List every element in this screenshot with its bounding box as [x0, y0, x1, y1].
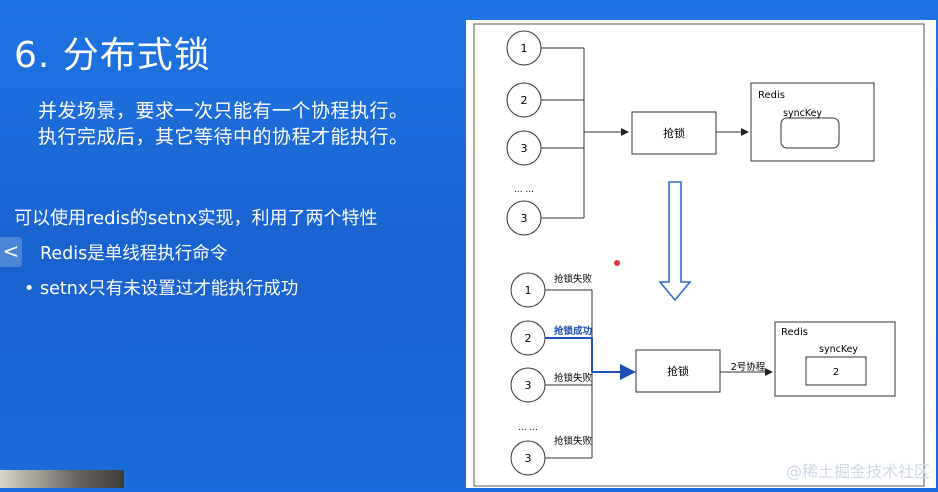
bottom-edge-label-2: 抢锁成功 [554, 325, 593, 337]
bottom-edge-label-1: 抢锁失败 [554, 273, 593, 285]
intro-line-1: 并发场景，要求一次只能有一个协程执行。 [38, 100, 409, 122]
bullet-text-1: Redis是单线程执行命令 [40, 244, 228, 264]
watermark-credit: @稀土掘金技术社区 [785, 462, 930, 481]
bullet-item-1: •Redis是单线程执行命令 [14, 240, 227, 265]
bottom-lock-box [635, 349, 721, 393]
bottom-ellipsis: ... ... [518, 423, 538, 433]
top-lock-box [631, 111, 717, 155]
top-coroutine-group: 1 2 3 ... ... 3 [506, 30, 629, 236]
bottom-edge-label-4: 抢锁失败 [554, 435, 593, 447]
bottom-key-value: 2 [833, 367, 839, 378]
bottom-coroutine-group: 1 2 3 ... ... 3 抢锁失败 抢锁成功 抢锁失败 抢锁失败 [510, 272, 636, 476]
bottom-redis-title: Redis [781, 327, 808, 338]
top-ellipsis: ... ... [514, 185, 534, 195]
top-key-box [780, 117, 840, 149]
lead-text: 可以使用redis的setnx实现，利用了两个特性 [14, 208, 378, 229]
bottom-arrow-label: 2号协程 [731, 361, 766, 373]
top-lock-label: 抢锁 [663, 126, 685, 140]
top-node-1-label: 1 [521, 42, 528, 55]
top-node-2-label: 2 [521, 94, 528, 107]
top-redis-title: Redis [758, 90, 785, 101]
top-node-4-label: 3 [521, 212, 528, 225]
top-node-3-label: 3 [521, 142, 528, 155]
top-key-label: syncKey [783, 108, 822, 119]
previous-slide-button[interactable]: < [0, 237, 22, 267]
slide-title: 6. 分布式锁 [14, 35, 211, 76]
bottom-key-box [805, 356, 867, 386]
bottom-node-4-label: 3 [525, 452, 532, 465]
laser-pointer-dot [614, 260, 620, 266]
lock-diagram: 1 2 3 ... ... 3 抢锁 Redis syncKey [466, 20, 936, 488]
bottom-node-3-label: 3 [525, 379, 532, 392]
diagram-frame [473, 23, 925, 487]
bottom-node-1-label: 1 [525, 284, 532, 297]
bottom-lock-label: 抢锁 [667, 364, 689, 378]
bottom-edge-label-3: 抢锁失败 [554, 372, 593, 384]
bullet-text-2: setnx只有未设置过才能执行成功 [40, 279, 299, 299]
webcam-thumbnail [0, 470, 124, 488]
diagram-canvas: 1 2 3 ... ... 3 抢锁 Redis syncKey [473, 23, 925, 487]
intro-line-2: 执行完成后，其它等待中的协程才能执行。 [38, 126, 409, 148]
bullet-dot: • [24, 279, 35, 299]
bullet-item-2: •setnx只有未设置过才能执行成功 [14, 275, 298, 300]
bottom-node-2-label: 2 [525, 332, 532, 345]
bottom-key-label: syncKey [819, 344, 858, 355]
transition-down-arrow [658, 181, 692, 302]
